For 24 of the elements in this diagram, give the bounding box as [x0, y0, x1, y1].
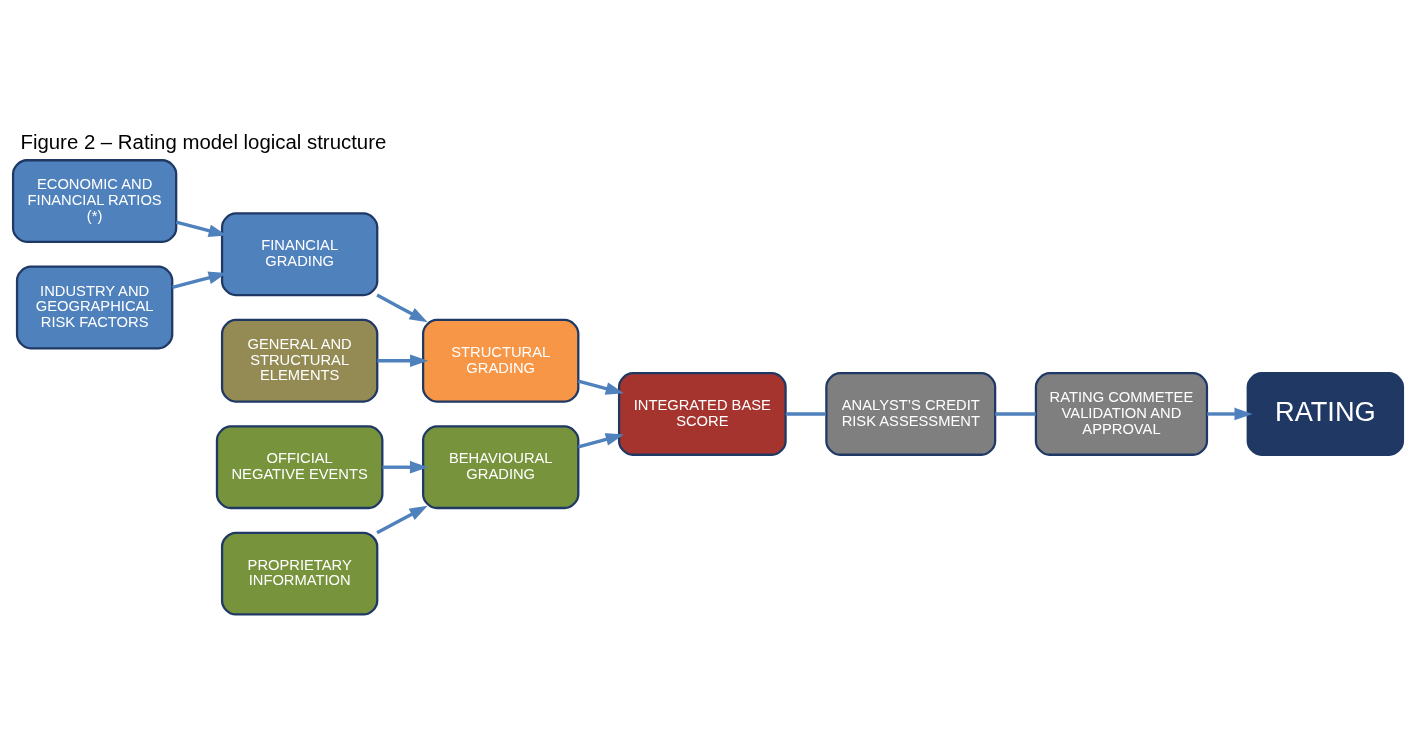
arrow [577, 379, 624, 395]
arrow [1207, 407, 1253, 421]
arrow [577, 433, 624, 449]
node-box: STRUCTURAL GRADING [422, 318, 580, 403]
arrow [172, 271, 227, 289]
arrow [377, 354, 429, 368]
connector [995, 412, 1036, 416]
node-box: INTEGRATED BASE SCORE [617, 372, 787, 456]
arrow [376, 505, 428, 535]
arrow [382, 460, 429, 474]
node-box: BEHAVIOURAL GRADING [422, 425, 580, 510]
arrow [175, 220, 227, 237]
node-box: ANALYST’S CREDIT RISK ASSESSMENT [825, 372, 997, 456]
arrow [376, 293, 428, 323]
node-box: GENERAL AND STRUCTURAL ELEMENTS [220, 318, 379, 403]
node-box: INDUSTRY AND GEOGRAPHICAL RISK FACTORS [15, 265, 174, 350]
diagram-title: Figure 2 – Rating model logical structure [20, 131, 387, 154]
connector [785, 412, 827, 416]
node-box: RATING [1246, 372, 1405, 456]
node-box: RATING COMMETEE VALIDATION AND APPROVAL [1034, 372, 1209, 456]
node-box: FINANCIAL GRADING [220, 212, 379, 297]
node-box: PROPRIETARY INFORMATION [220, 531, 379, 616]
node-box: OFFICIAL NEGATIVE EVENTS [215, 425, 384, 510]
node-box: ECONOMIC AND FINANCIAL RATIOS (*) [11, 159, 178, 243]
